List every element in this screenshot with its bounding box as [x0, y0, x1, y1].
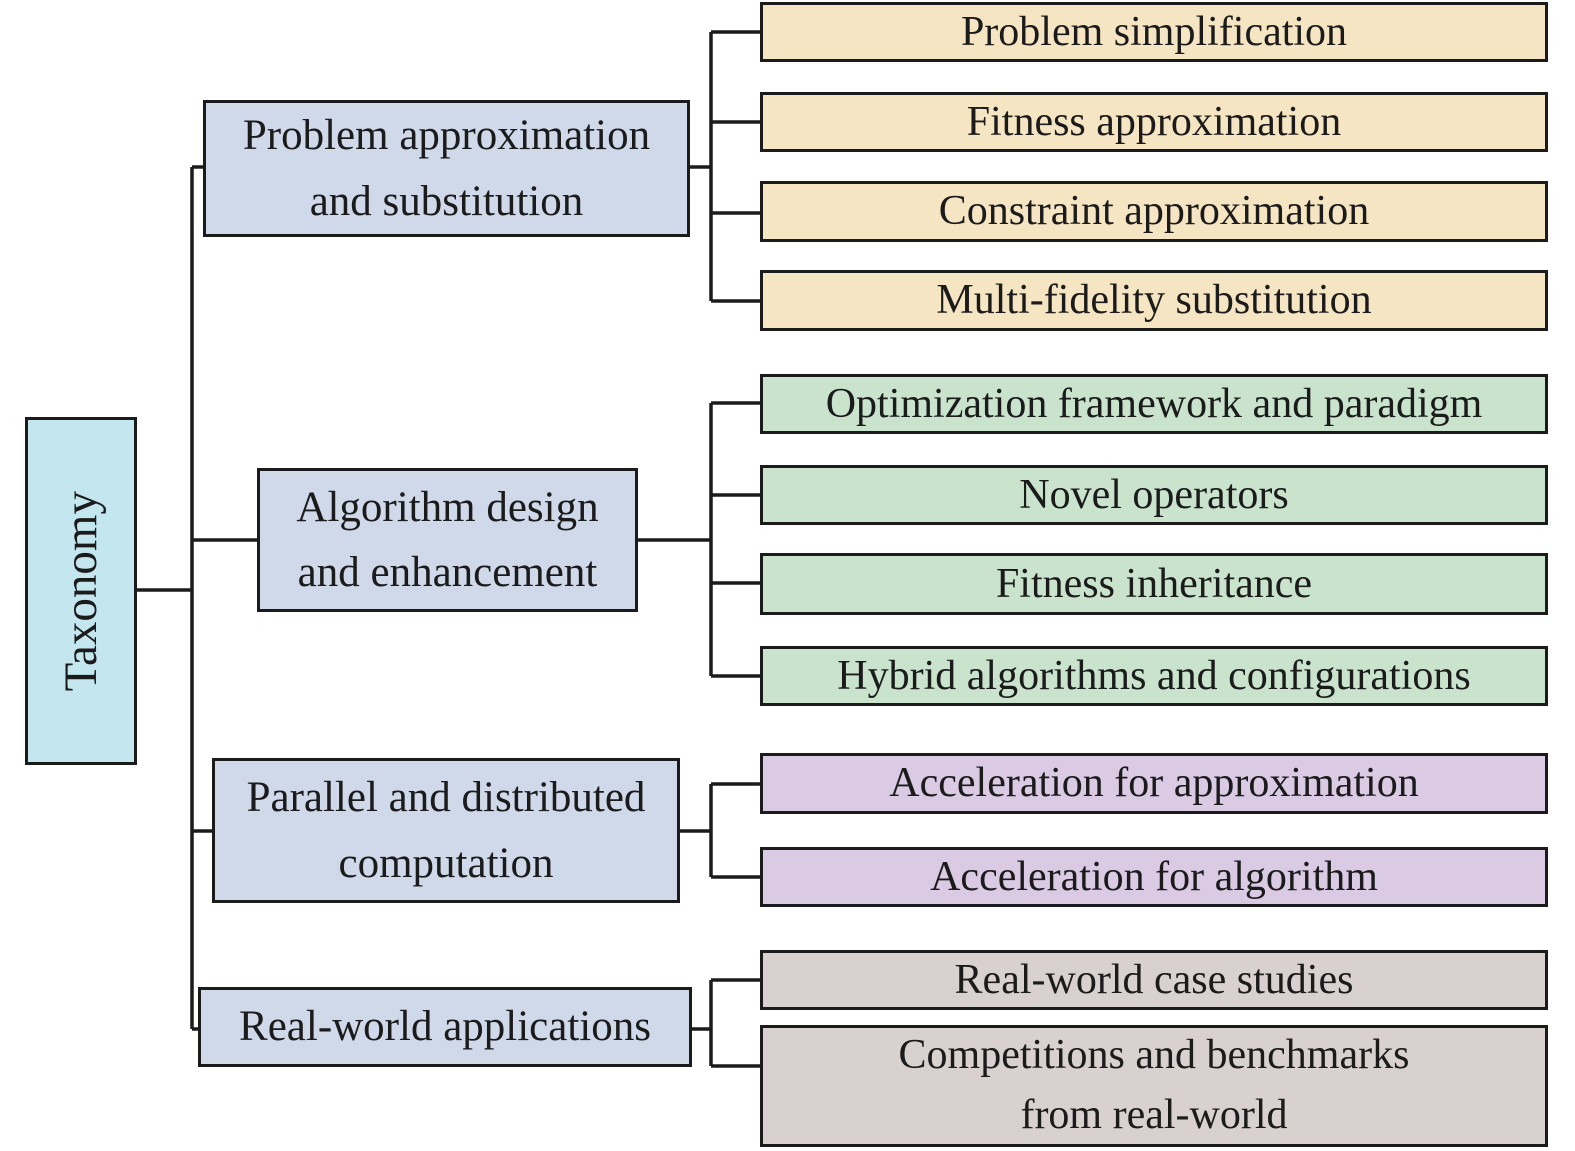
- branch4-connector: [692, 978, 762, 1068]
- leaf-fitness-inheritance: Fitness inheritance: [760, 553, 1548, 615]
- leaf-real-world-case-studies: Real-world case studies: [760, 950, 1548, 1010]
- leaf-hybrid-algorithms-and-configurations: Hybrid algorithms and configurations: [760, 646, 1548, 706]
- branch2-connector: [638, 401, 762, 678]
- leaf-constraint-approximation: Constraint approximation: [760, 181, 1548, 242]
- leaf-competitions-and-benchmarks-from-real-world: Competitions and benchmarks from real-wo…: [760, 1025, 1548, 1147]
- node-taxonomy: Taxonomy: [25, 417, 137, 765]
- leaf-novel-operators: Novel operators: [760, 465, 1548, 525]
- leaf-multi-fidelity-substitution: Multi-fidelity substitution: [760, 270, 1548, 331]
- leaf-acceleration-for-approximation: Acceleration for approximation: [760, 753, 1548, 814]
- branch3-connector: [680, 782, 762, 879]
- leaf-fitness-approximation: Fitness approximation: [760, 92, 1548, 152]
- branch1-connector: [690, 30, 762, 303]
- node-problem-approximation-and-substitution: Problem approximation and substitution: [203, 100, 690, 237]
- leaf-problem-simplification: Problem simplification: [760, 2, 1548, 62]
- leaf-acceleration-for-algorithm: Acceleration for algorithm: [760, 847, 1548, 907]
- node-parallel-and-distributed-computation: Parallel and distributed computation: [212, 758, 680, 903]
- node-algorithm-design-and-enhancement: Algorithm design and enhancement: [257, 468, 638, 612]
- trunk-connector: [137, 165, 259, 1031]
- leaf-optimization-framework-and-paradigm: Optimization framework and paradigm: [760, 374, 1548, 434]
- taxonomy-label: Taxonomy: [54, 490, 107, 692]
- node-real-world-applications: Real-world applications: [198, 987, 692, 1067]
